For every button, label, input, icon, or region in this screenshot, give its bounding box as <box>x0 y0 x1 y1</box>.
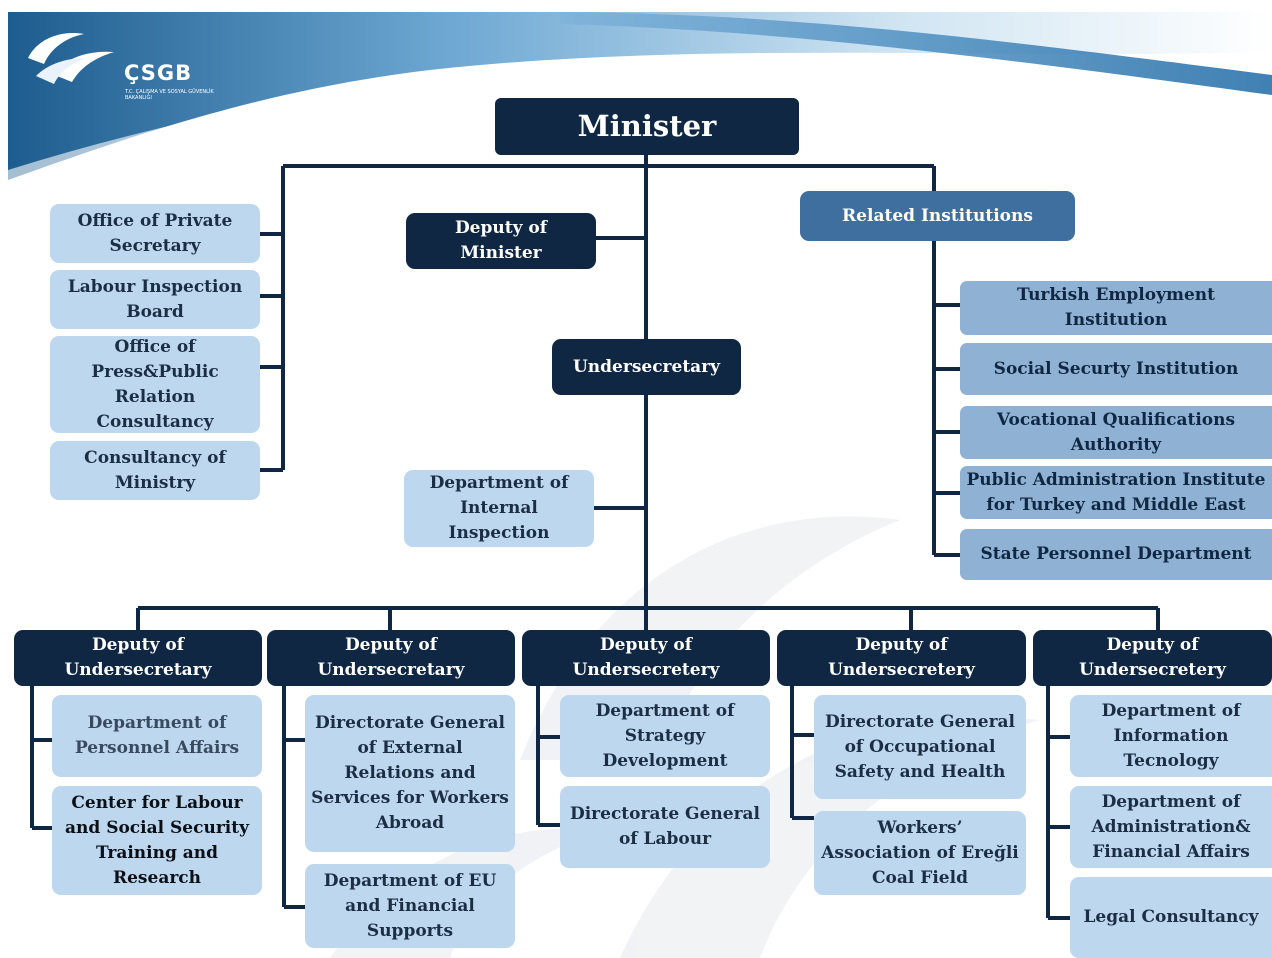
unit-general-labour: Directorate General of Labour <box>560 786 770 868</box>
unit-occupational-safety: Directorate General of Occupational Safe… <box>814 695 1026 799</box>
unit-eregli-coal-field: Workers’ Association of Ereğli Coal Fiel… <box>814 811 1026 895</box>
deputy-minister-box: Deputy of Minister <box>406 213 596 269</box>
unit-eu-financial-supports: Department of EU and Financial Supports <box>305 864 515 948</box>
deputy-undersecretary-4: Deputy of Undersecretery <box>777 630 1026 686</box>
institution-turkish-employment: Turkish Employment Institution <box>960 281 1272 335</box>
institution-vocational-qualifications: Vocational Qualifications Authority <box>960 406 1272 459</box>
minister-box: Minister <box>495 98 799 155</box>
undersecretary-box: Undersecretary <box>552 339 741 395</box>
unit-labour-training-center: Center for Labour and Social Security Tr… <box>52 786 262 895</box>
deputy-undersecretary-2: Deputy of Undersecretary <box>267 630 515 686</box>
logo-text: ÇSGB <box>124 61 193 85</box>
deputy-undersecretary-3: Deputy of Undersecretery <box>522 630 770 686</box>
unit-legal-consultancy: Legal Consultancy <box>1070 877 1272 958</box>
institution-public-administration: Public Administration Institute for Turk… <box>960 466 1272 519</box>
left-unit-press-relations: Office of Press&Public Relation Consulta… <box>50 336 260 433</box>
deputy-undersecretary-5: Deputy of Undersecretery <box>1033 630 1272 686</box>
internal-inspection-box: Department of Internal Inspection <box>404 470 594 547</box>
left-unit-labour-inspection: Labour Inspection Board <box>50 270 260 329</box>
institution-state-personnel: State Personnel Department <box>960 529 1272 580</box>
left-unit-private-secretary: Office of Private Secretary <box>50 204 260 263</box>
unit-personnel-affairs: Department of Personnel Affairs <box>52 695 262 777</box>
unit-strategy-development: Department of Strategy Development <box>560 695 770 777</box>
left-unit-consultancy: Consultancy of Ministry <box>50 441 260 500</box>
logo-subtext: T.C. ÇALIŞMA VE SOSYAL GÜVENLİK BAKANLIĞ… <box>125 89 214 101</box>
deputy-undersecretary-1: Deputy of Undersecretary <box>14 630 262 686</box>
unit-external-relations: Directorate General of External Relation… <box>305 695 515 852</box>
institution-social-security: Social Securty Institution <box>960 343 1272 395</box>
unit-information-technology: Department of Information Tecnology <box>1070 695 1272 777</box>
related-institutions-box: Related Institutions <box>800 191 1075 241</box>
logo-icon <box>28 33 114 84</box>
unit-administration-financial: Department of Administration& Financial … <box>1070 786 1272 868</box>
